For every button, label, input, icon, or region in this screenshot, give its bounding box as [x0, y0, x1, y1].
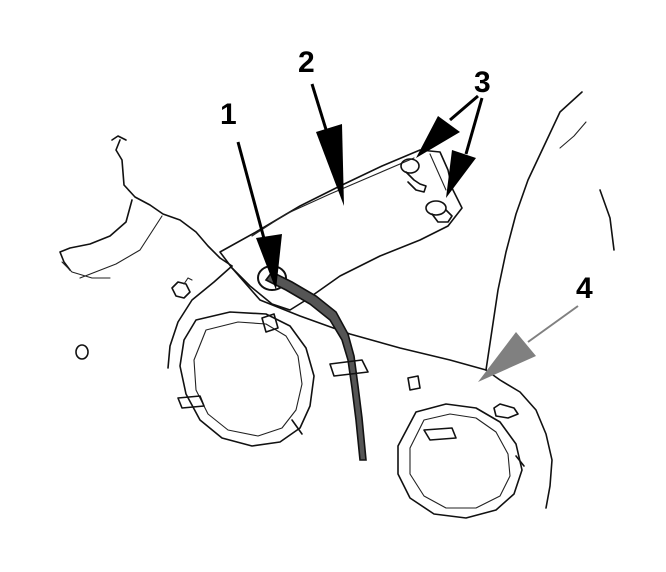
arrow-1	[236, 141, 282, 290]
callout-arrows	[236, 83, 579, 382]
callout-1: 1	[220, 98, 237, 131]
arrow-2	[310, 83, 344, 206]
left-headlamp	[177, 311, 315, 447]
callout-2: 2	[298, 46, 315, 79]
fastener-lower	[425, 200, 453, 223]
cover-panel	[219, 149, 463, 311]
right-body-edge	[485, 91, 615, 509]
fastener-upper	[400, 158, 427, 193]
push-in-fasteners	[400, 158, 453, 223]
arrow-3b	[446, 97, 484, 198]
headlamp-housing	[231, 267, 519, 419]
body-outline	[59, 135, 233, 369]
callout-3: 3	[474, 66, 491, 99]
arrow-4	[478, 305, 579, 382]
callout-labels: 1 2 3 4	[220, 46, 593, 305]
right-headlamp	[397, 403, 525, 519]
callout-4: 4	[576, 272, 593, 305]
arrow-3a	[416, 94, 479, 158]
